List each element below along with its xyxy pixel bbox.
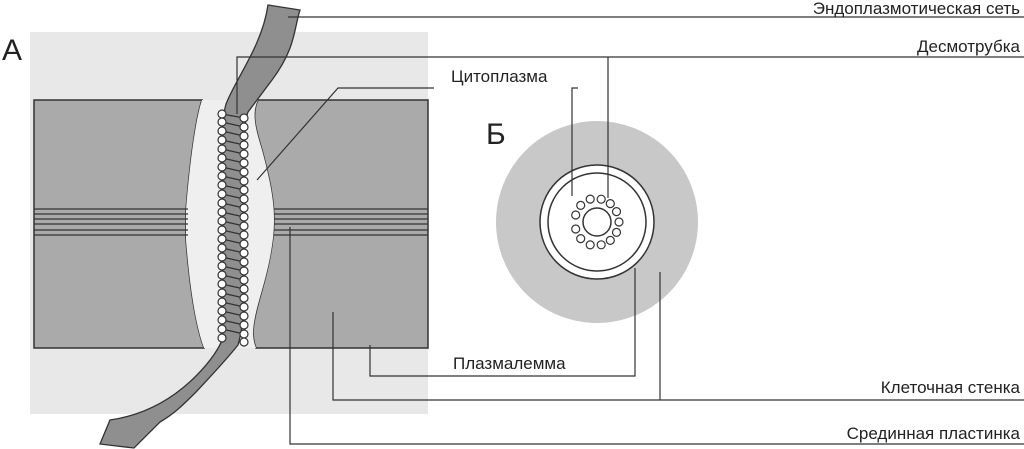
cross-section-desmotubule [582,207,612,237]
label-plasmalemma: Плазмалемма [453,354,566,373]
desmotubule-particles [217,109,249,347]
panel-b-label: Б [486,118,506,151]
label-cell-wall: Клеточная стенка [881,378,1021,397]
label-desmotubule: Десмотрубка [917,37,1021,56]
label-cytoplasm: Цитоплазма [451,67,548,86]
leader-lines [236,16,1024,445]
label-er: Эндоплазмотическая сеть [813,0,1020,18]
label-middle-lamella: Срединная пластинка [847,424,1021,443]
panel-a-label: А [2,34,22,67]
cross-section-particles [571,194,624,250]
middle-lamella-lines [34,208,428,236]
